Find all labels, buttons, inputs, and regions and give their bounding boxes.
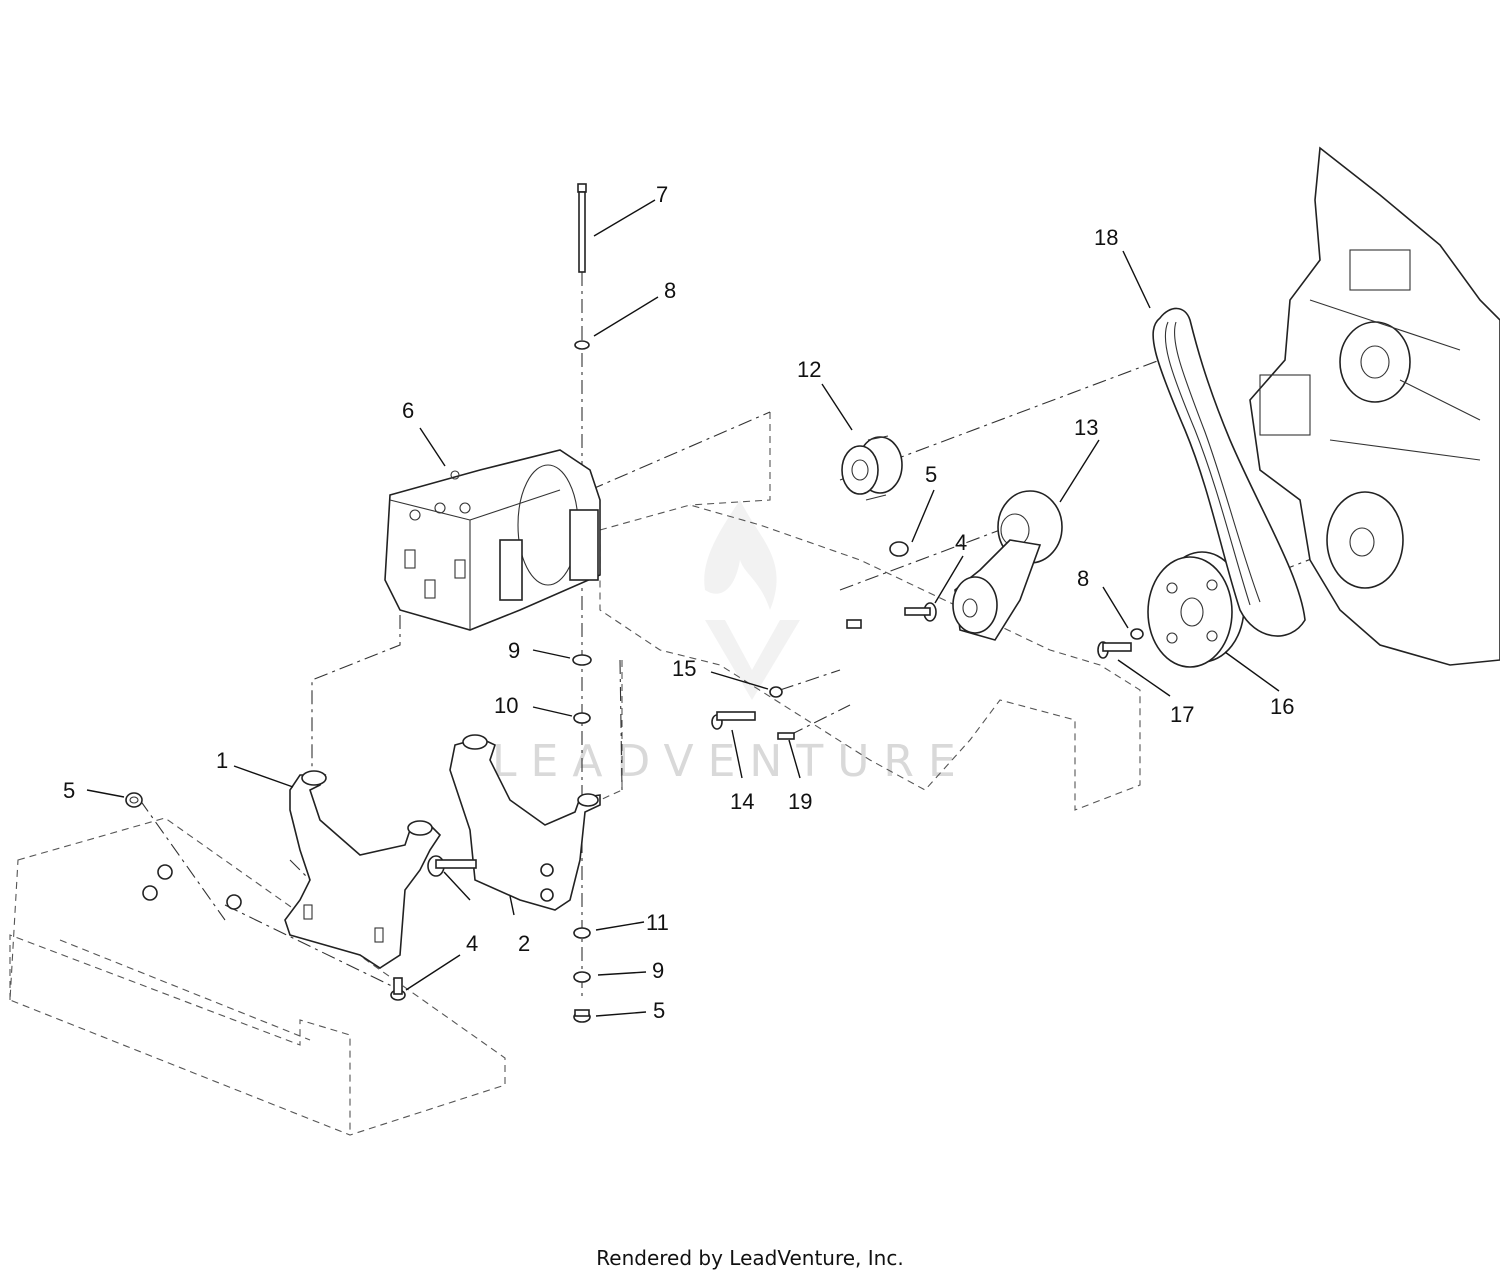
callout-10: 10 [494, 693, 518, 718]
callout-16: 16 [1270, 694, 1294, 719]
bracket-2 [449, 734, 601, 911]
spacer-10 [573, 712, 591, 724]
callout-19: 19 [788, 789, 812, 814]
bolt-long [577, 183, 587, 273]
callout-11: 11 [646, 910, 669, 935]
callout-1: 1 [216, 748, 228, 773]
washer-9-lower [573, 971, 591, 983]
watermark-logo [704, 500, 800, 700]
crank-pulley [1147, 551, 1245, 668]
engine-assembly [1249, 146, 1500, 666]
pin-19 [777, 732, 795, 740]
nut-5-right [889, 541, 909, 557]
callout-4-left: 4 [466, 931, 478, 956]
chassis-member-ghost [599, 412, 1141, 811]
washer-9-upper [572, 654, 592, 666]
callout-5-lower: 5 [653, 998, 665, 1023]
bolt-4-lower [390, 977, 406, 1001]
callout-14: 14 [730, 789, 754, 814]
bolt-4-left [427, 855, 477, 877]
callout-18: 18 [1094, 225, 1118, 250]
frame-nuts [142, 864, 242, 910]
belt-tensioner [952, 490, 1063, 641]
idler-pulley [841, 435, 903, 501]
callout-17: 17 [1170, 702, 1194, 727]
nut-5-lower [573, 1009, 591, 1023]
dowel-pin [846, 619, 862, 629]
bolt-4-right [904, 602, 937, 622]
alternator [384, 449, 601, 631]
callout-4-right: 4 [955, 530, 967, 555]
callout-5-right: 5 [925, 462, 937, 487]
drive-belt [1152, 307, 1306, 637]
callout-8-top: 8 [664, 278, 676, 303]
washer-top [574, 340, 590, 350]
callout-2: 2 [518, 931, 530, 956]
washer-8-right [1130, 628, 1144, 640]
frame-rail-ghost [9, 817, 506, 1136]
callout-7: 7 [656, 182, 668, 207]
watermark-text: LEADVENTURE [492, 736, 970, 787]
washer-11 [573, 927, 591, 939]
callout-12: 12 [797, 357, 821, 382]
bolt-14 [711, 711, 756, 730]
leader-lines [86, 199, 1280, 1017]
nut-5-left [125, 792, 143, 808]
callout-5-left: 5 [63, 778, 75, 803]
callout-9-lower: 9 [652, 958, 664, 983]
bolt-17 [1097, 641, 1132, 659]
bracket-1 [284, 770, 442, 969]
callout-9-upper: 9 [508, 638, 520, 663]
washer-15 [769, 686, 783, 698]
callout-8-right: 8 [1077, 566, 1089, 591]
callout-13: 13 [1074, 415, 1098, 440]
render-credit: Rendered by LeadVenture, Inc. [596, 1246, 904, 1270]
callout-15: 15 [672, 656, 696, 681]
callout-labels: 7 8 6 12 13 5 4 18 8 17 16 9 10 15 14 19… [63, 182, 1294, 1023]
callout-6: 6 [402, 398, 414, 423]
